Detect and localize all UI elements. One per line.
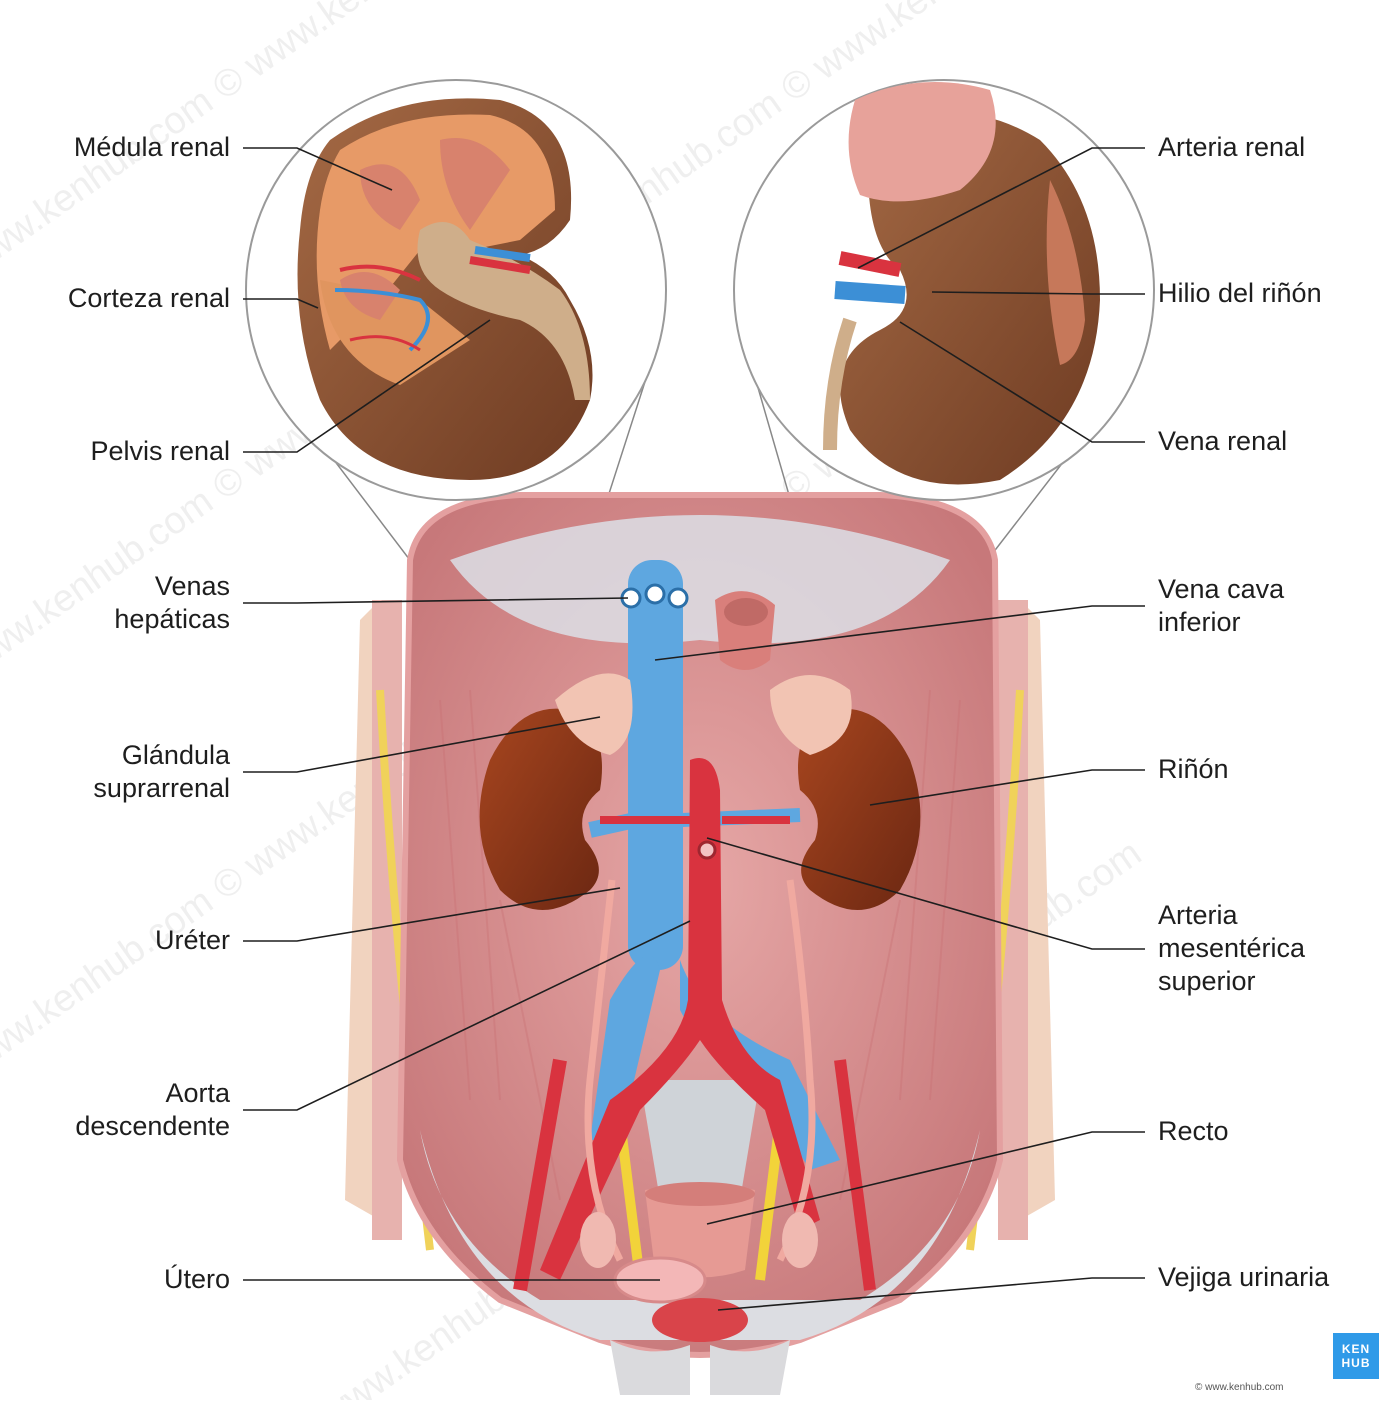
leader-rinon	[869, 769, 1145, 806]
leader-hilio	[931, 291, 1145, 295]
kenhub-logo: KEN HUB	[1333, 1333, 1379, 1379]
kidney-section-inset	[245, 79, 667, 501]
label-vena-cava-inferior: Vena cava inferior	[1158, 574, 1285, 637]
leader-ureter	[243, 887, 621, 942]
logo-line-1: KEN	[1341, 1342, 1371, 1356]
label-glandula-suprarrenal: Glándula suprarrenal	[93, 740, 230, 803]
leader-arteria-renal	[857, 147, 1145, 269]
leader-medula	[243, 147, 393, 191]
label-utero: Útero	[163, 1264, 230, 1294]
leader-aorta	[243, 920, 691, 1111]
label-venas-hepaticas: Venas hepáticas	[114, 571, 230, 634]
leader-vena-renal	[899, 321, 1145, 443]
leader-glandula	[243, 716, 601, 773]
label-vejiga-urinaria: Vejiga urinaria	[1158, 1262, 1330, 1292]
label-ureter: Uréter	[154, 925, 230, 955]
leader-corteza	[243, 298, 319, 309]
leader-vena-cava	[654, 605, 1145, 661]
leader-pelvis	[243, 319, 491, 453]
leader-venas-hepaticas	[243, 597, 629, 604]
label-medula-renal: Médula renal	[73, 132, 230, 162]
label-aorta-descendente: Aorta descendente	[75, 1078, 230, 1141]
kidney-external-inset	[733, 79, 1155, 501]
label-hilio-rinon: Hilio del riñón	[1158, 278, 1322, 308]
leader-vejiga	[717, 1277, 1145, 1311]
label-vena-renal: Vena renal	[1158, 426, 1288, 456]
label-corteza-renal: Corteza renal	[67, 283, 230, 313]
logo-line-2: HUB	[1341, 1356, 1371, 1370]
leader-arteria-mesenterica	[706, 837, 1145, 950]
label-pelvis-renal: Pelvis renal	[90, 436, 230, 466]
leader-recto	[706, 1131, 1145, 1225]
label-recto: Recto	[1158, 1116, 1229, 1146]
label-rinon: Riñón	[1158, 754, 1229, 784]
abdomen	[345, 492, 1055, 1395]
leader-lines	[243, 147, 1145, 1311]
label-arteria-renal: Arteria renal	[1158, 132, 1306, 162]
label-arteria-mesenterica-superior: Arteria mesentérica superior	[1158, 900, 1306, 996]
copyright-text: © www.kenhub.com	[1195, 1382, 1284, 1393]
